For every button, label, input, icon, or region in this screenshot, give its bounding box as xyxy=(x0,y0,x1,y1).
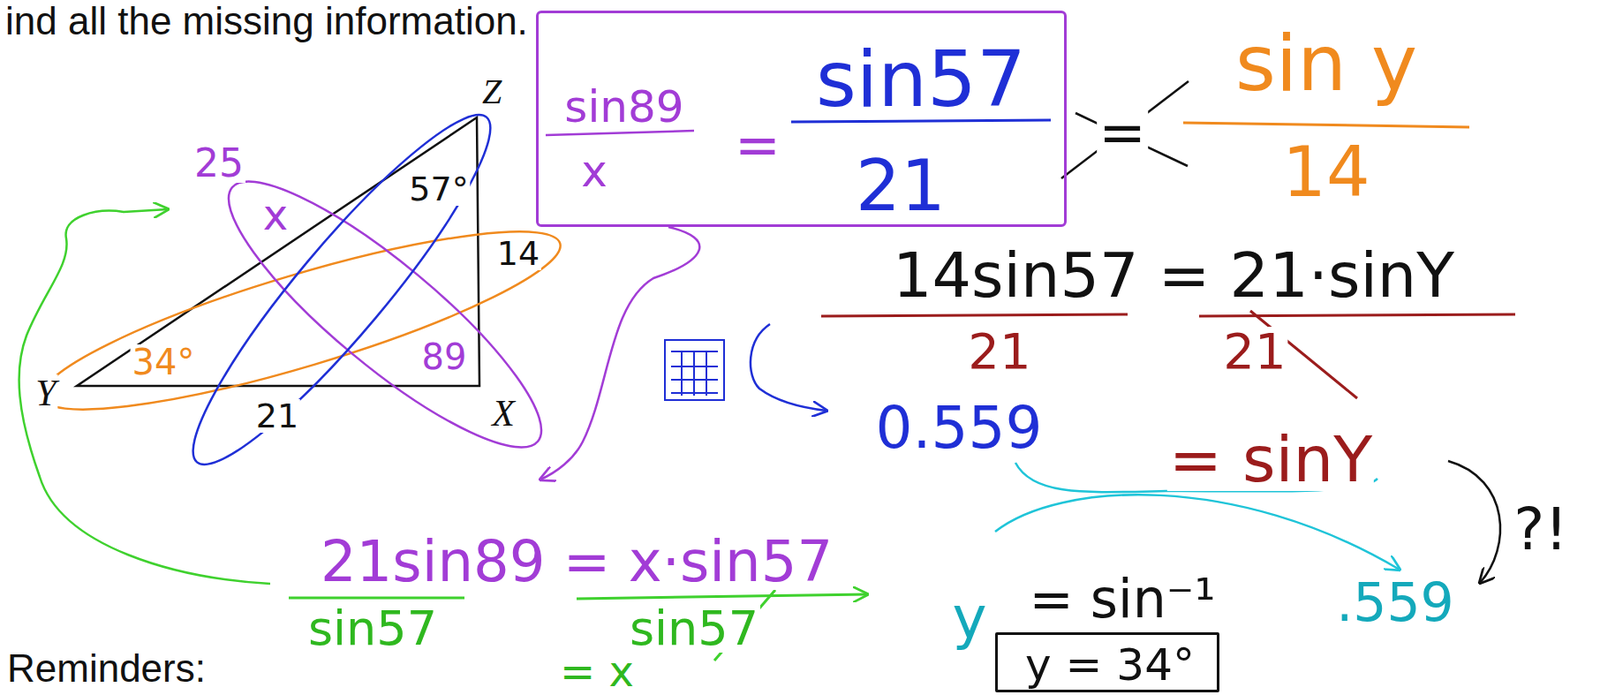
angle-label: 34° xyxy=(130,344,197,380)
equation-term: = sin⁻¹ xyxy=(1026,572,1217,626)
reminders-heading: Reminders: xyxy=(5,649,208,688)
equation-box: sin89 x = sin57 21 xyxy=(535,10,1067,227)
equation-term: sin89 xyxy=(562,84,686,129)
cross-out xyxy=(1061,81,1189,179)
side-label: x xyxy=(261,193,290,236)
equation: = sinY xyxy=(1167,427,1374,491)
fraction-bar xyxy=(545,130,695,136)
side-length: 25 xyxy=(192,143,246,183)
fraction-bar xyxy=(1199,314,1516,317)
equation-term: sin y xyxy=(1233,24,1419,103)
equation-term: sin57 xyxy=(306,604,439,653)
vertex-label: Y xyxy=(33,374,58,412)
fraction-bar xyxy=(576,594,868,599)
title: ind all the missing information. xyxy=(3,1,530,41)
black-arrow xyxy=(1448,460,1501,583)
blue-loop xyxy=(163,89,521,491)
equation-term: sin57 xyxy=(814,40,1028,119)
side-length: 14 xyxy=(495,236,542,271)
fraction-bar xyxy=(1183,122,1470,128)
equation-term: .559 xyxy=(1334,575,1457,629)
angle-label: 57° xyxy=(407,172,470,206)
vertex-label: X xyxy=(490,394,517,432)
angle-label: 89 xyxy=(420,339,469,375)
equation: 21sin89 = x·sin57 xyxy=(318,533,835,590)
triangle xyxy=(76,117,480,386)
equation: = x xyxy=(558,649,636,693)
green-arrow xyxy=(19,209,271,584)
answer-box: y = 34° xyxy=(995,632,1220,693)
crossed-equals: = xyxy=(1096,104,1148,161)
fraction-bar xyxy=(288,596,465,600)
equation-term: sin57 xyxy=(627,604,761,653)
result-value: 0.559 xyxy=(874,399,1045,458)
equation-term: y = 34° xyxy=(1023,642,1197,687)
equation-term: y xyxy=(950,588,989,648)
blue-arrow xyxy=(750,324,827,411)
equation-term: 21 xyxy=(853,150,948,222)
equation-term: x xyxy=(579,149,610,194)
note: ?! xyxy=(1511,500,1570,559)
orange-loop xyxy=(29,199,574,443)
calculator-icon xyxy=(664,339,725,400)
purple-arrow xyxy=(540,226,700,480)
equation-term: 21 xyxy=(1221,326,1288,377)
fraction-bar xyxy=(791,120,1051,122)
purple-loop xyxy=(199,148,571,482)
equation-term: 14 xyxy=(1280,137,1372,207)
equation: 14sin57 = 21·sinY xyxy=(890,244,1457,307)
equation-term: 21 xyxy=(966,326,1033,377)
equation-term: = xyxy=(732,118,783,174)
side-length: 21 xyxy=(254,399,301,433)
fraction-bar xyxy=(821,314,1128,317)
cyan-arrow xyxy=(995,494,1400,570)
vertex-label: Z xyxy=(480,74,504,110)
